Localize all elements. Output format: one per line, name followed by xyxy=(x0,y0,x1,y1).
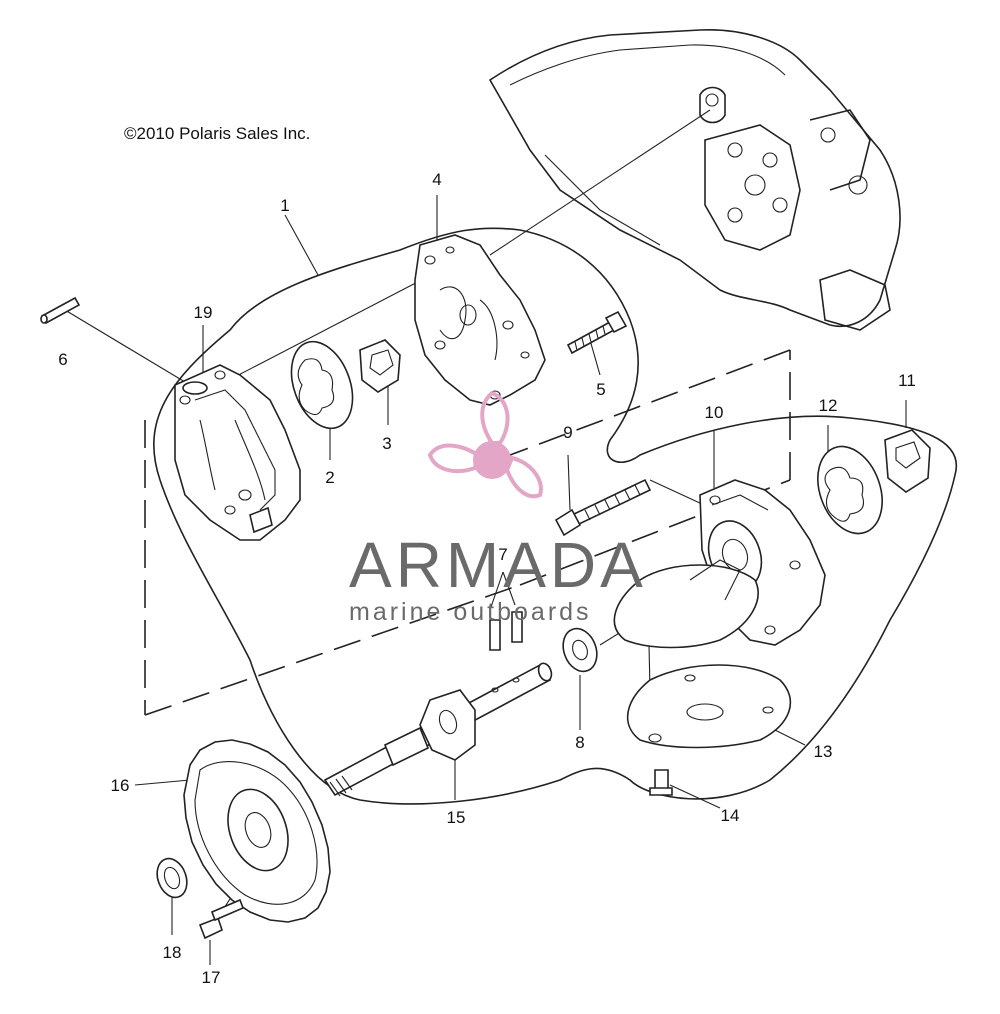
screw-part-17 xyxy=(198,898,245,940)
pins-part-7 xyxy=(489,611,523,651)
washer-part-18 xyxy=(156,857,188,899)
callout-17: 17 xyxy=(201,968,221,987)
callout-16: 16 xyxy=(110,776,130,795)
gear-part-16 xyxy=(183,739,331,923)
callout-5: 5 xyxy=(596,380,606,399)
watermark-brand: ARMADA xyxy=(349,529,647,601)
callout-3: 3 xyxy=(382,434,392,453)
callout-8: 8 xyxy=(575,733,585,752)
callout-7: 7 xyxy=(498,545,508,564)
cover-plate-part-4 xyxy=(414,234,546,406)
washer-part-8 xyxy=(562,627,598,673)
callout-1: 1 xyxy=(280,196,290,215)
screw-part-5 xyxy=(566,310,628,355)
pump-body-part-19 xyxy=(174,364,301,541)
outer-rotor-part-12 xyxy=(817,445,883,535)
inner-rotor-part-11 xyxy=(884,429,931,493)
callout-11: 11 xyxy=(898,371,916,390)
inner-rotor-part-3 xyxy=(359,339,401,393)
screen-part-13 xyxy=(626,664,792,749)
outer-rotor-part-2 xyxy=(290,340,354,430)
dashed-frame xyxy=(144,349,791,716)
callout-14: 14 xyxy=(720,806,740,825)
watermark-logo-icon xyxy=(427,390,543,499)
pickup-plate xyxy=(613,559,759,649)
callout-9: 9 xyxy=(563,423,573,442)
callout-18: 18 xyxy=(162,943,182,962)
callout-6: 6 xyxy=(58,350,68,369)
callout-10: 10 xyxy=(704,403,724,422)
callout-2: 2 xyxy=(325,468,335,487)
crankcase-housing xyxy=(488,28,901,331)
bolt-part-9 xyxy=(554,478,652,537)
callout-12: 12 xyxy=(818,396,838,415)
callout-4: 4 xyxy=(432,170,442,189)
callout-19: 19 xyxy=(193,303,213,322)
shaft-part-15 xyxy=(323,662,553,797)
screw-part-14 xyxy=(649,769,673,796)
copyright-text: ©2010 Polaris Sales Inc. xyxy=(124,124,311,143)
watermark-tagline: marine outboards xyxy=(349,598,592,626)
pin-part-6 xyxy=(40,296,81,325)
callout-15: 15 xyxy=(446,808,466,827)
callout-13: 13 xyxy=(813,742,833,761)
kit-outline xyxy=(153,227,958,805)
